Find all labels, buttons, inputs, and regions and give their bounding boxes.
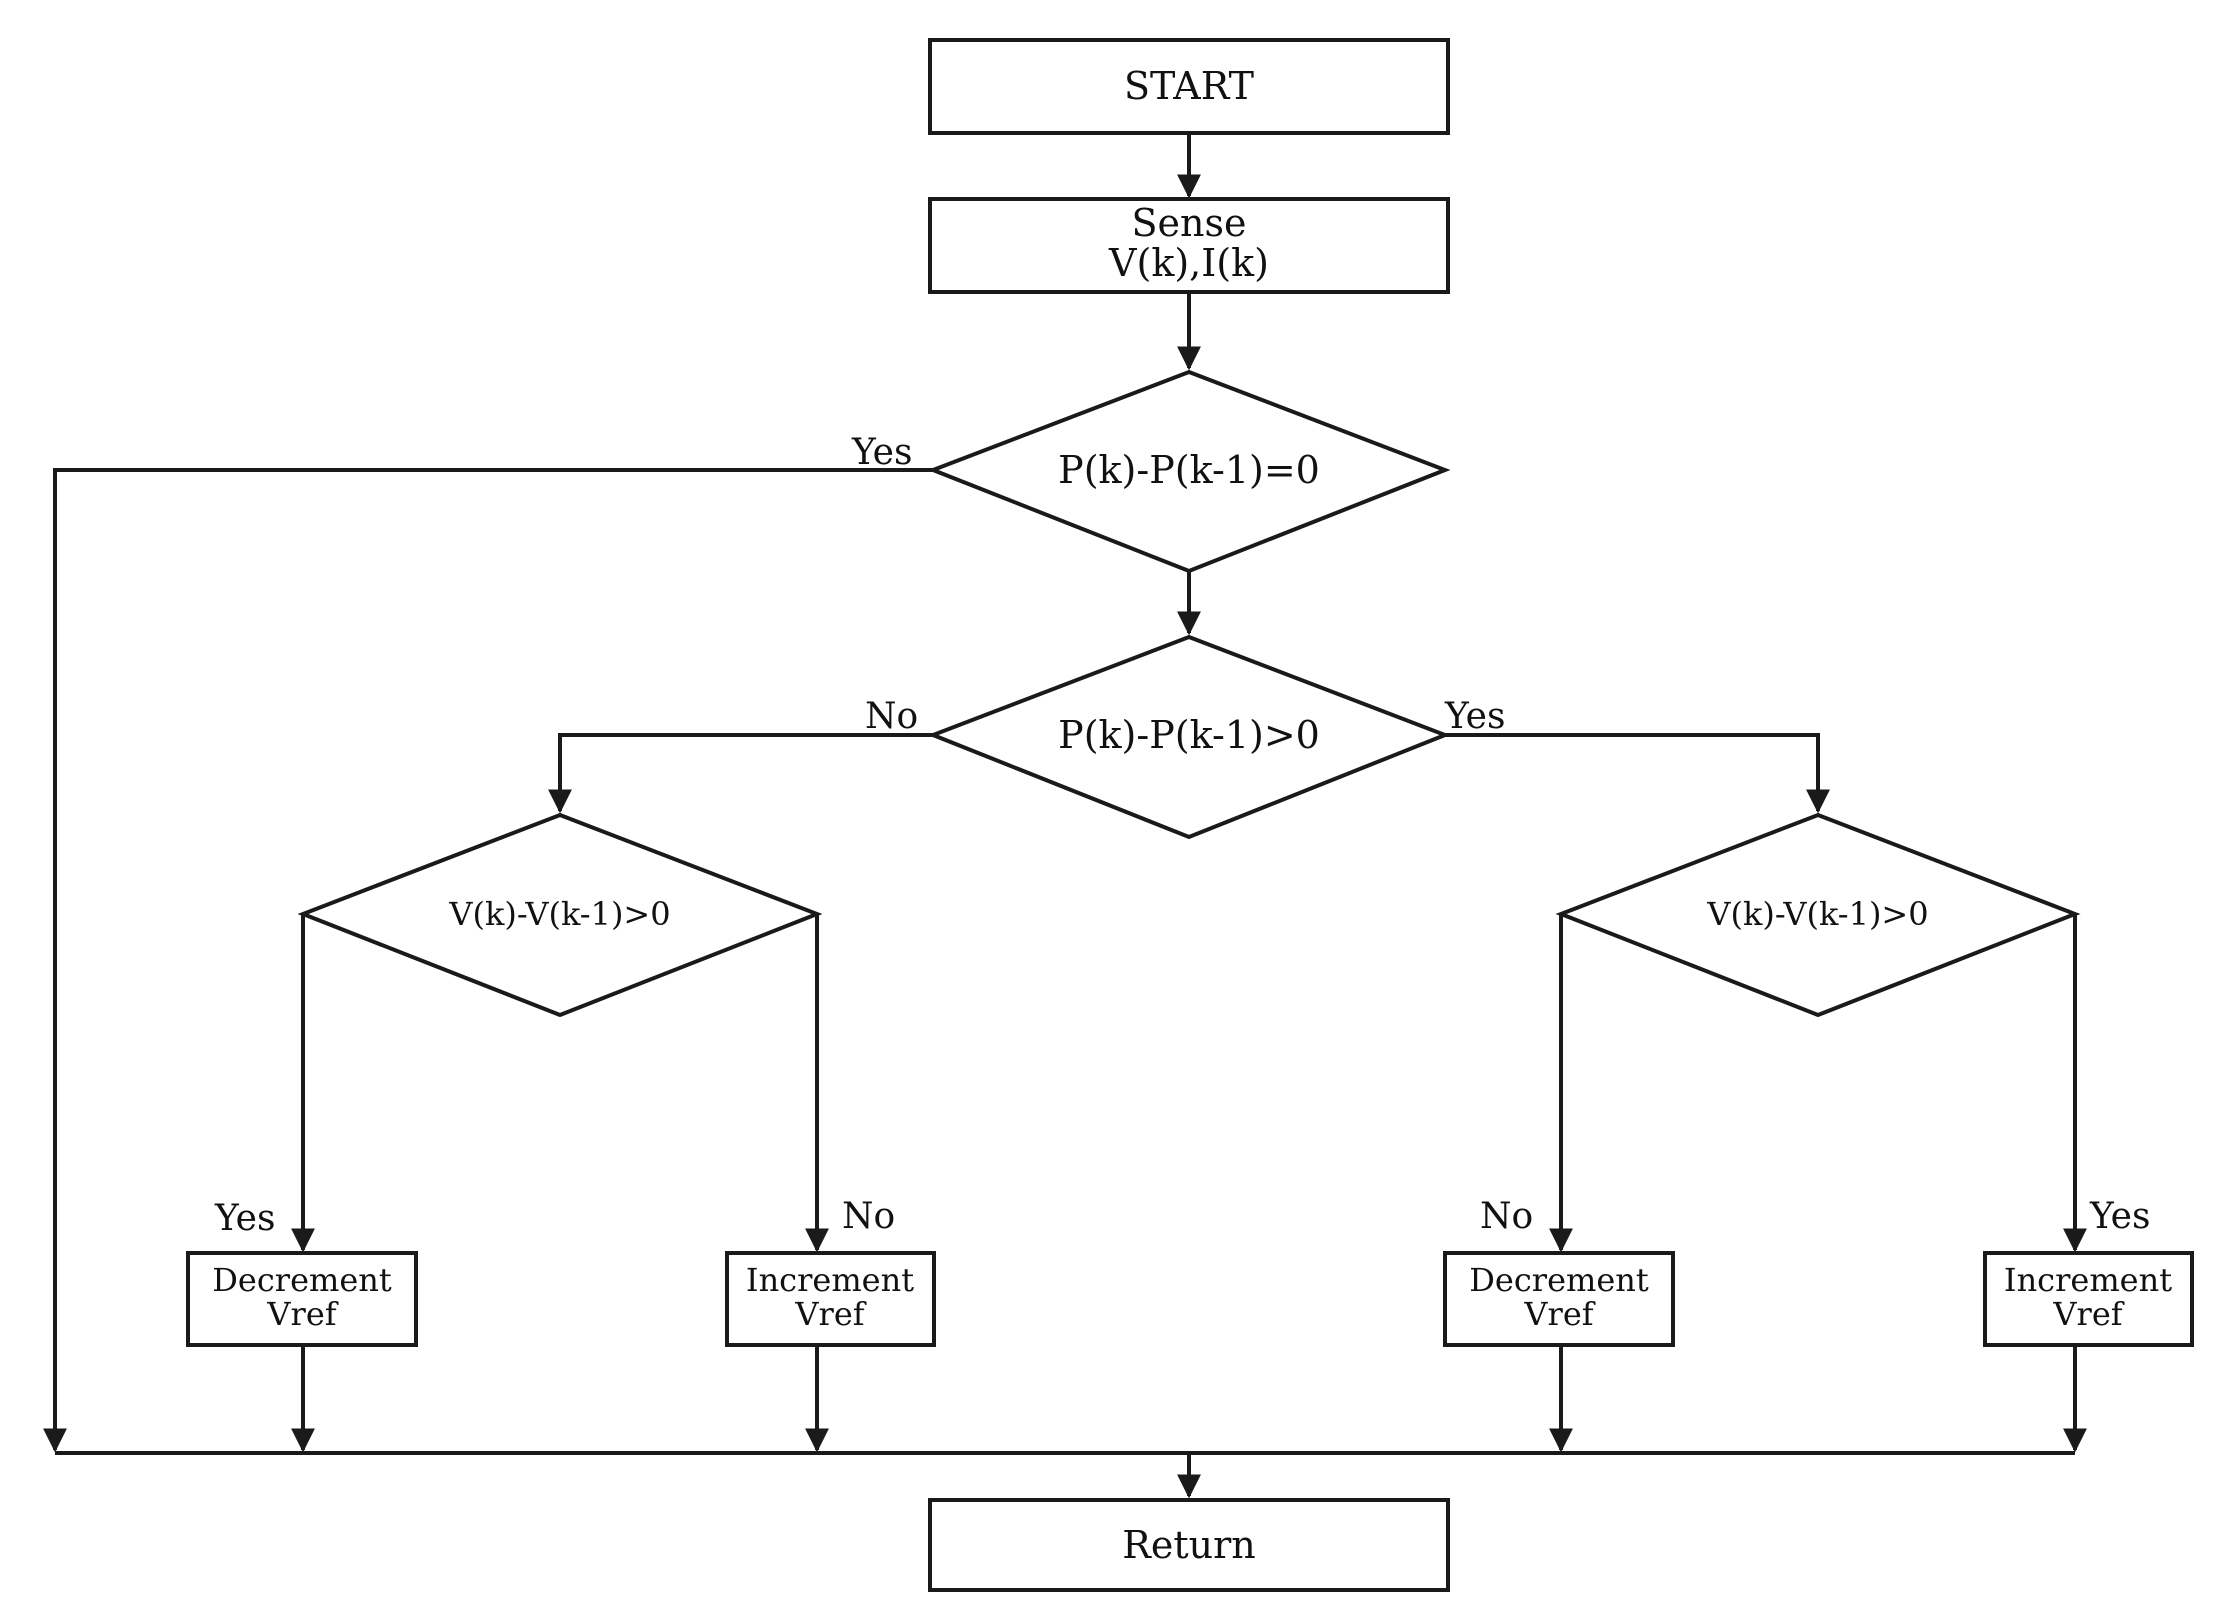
check-voltage-left-label: V(k)-V(k-1)>0: [448, 895, 670, 933]
line-power-no: [548, 733, 933, 814]
increment-left-line2: Vref: [794, 1295, 866, 1333]
line-power-yes: [1445, 733, 1830, 814]
increment-right-line2: Vref: [2052, 1295, 2124, 1333]
decrement-left-line1: Decrement: [212, 1261, 392, 1299]
sense-node: Sense V(k),I(k): [928, 197, 1450, 294]
decrement-vref-left: Decrement Vref: [186, 1251, 418, 1347]
decrement-left-line2: Vref: [266, 1295, 338, 1333]
check-power-decision: P(k)-P(k-1)>0: [927, 634, 1451, 840]
line-equal-yes-bypass: [53, 468, 933, 1450]
branch-power-no: No: [865, 696, 918, 737]
branch-left-yes: Yes: [214, 1198, 275, 1239]
start-node: START: [928, 38, 1450, 135]
branch-equal-yes: Yes: [851, 432, 912, 473]
increment-left-line1: Increment: [746, 1261, 914, 1299]
decrement-right-line1: Decrement: [1469, 1261, 1649, 1299]
check-voltage-right-decision: V(k)-V(k-1)>0: [1555, 812, 2081, 1018]
check-voltage-right-label: V(k)-V(k-1)>0: [1706, 895, 1928, 933]
increment-vref-right: Increment Vref: [1983, 1251, 2194, 1347]
branch-right-yes: Yes: [2089, 1196, 2150, 1237]
check-power-label: P(k)-P(k-1)>0: [1058, 713, 1320, 757]
sense-label-line2: V(k),I(k): [1108, 241, 1269, 285]
check-equal-label: P(k)-P(k-1)=0: [1058, 448, 1320, 492]
check-voltage-left-decision: V(k)-V(k-1)>0: [297, 812, 823, 1018]
decrement-vref-right: Decrement Vref: [1443, 1251, 1675, 1347]
return-node: Return: [928, 1498, 1450, 1592]
branch-left-no: No: [842, 1196, 895, 1237]
check-equal-decision: P(k)-P(k-1)=0: [927, 369, 1451, 574]
start-label: START: [1124, 64, 1254, 108]
branch-right-no: No: [1480, 1196, 1533, 1237]
sense-label-line1: Sense: [1132, 201, 1247, 245]
decrement-right-line2: Vref: [1523, 1295, 1595, 1333]
increment-vref-left: Increment Vref: [725, 1251, 936, 1347]
return-label: Return: [1122, 1523, 1255, 1567]
branch-power-yes: Yes: [1444, 696, 1505, 737]
increment-right-line1: Increment: [2004, 1261, 2172, 1299]
